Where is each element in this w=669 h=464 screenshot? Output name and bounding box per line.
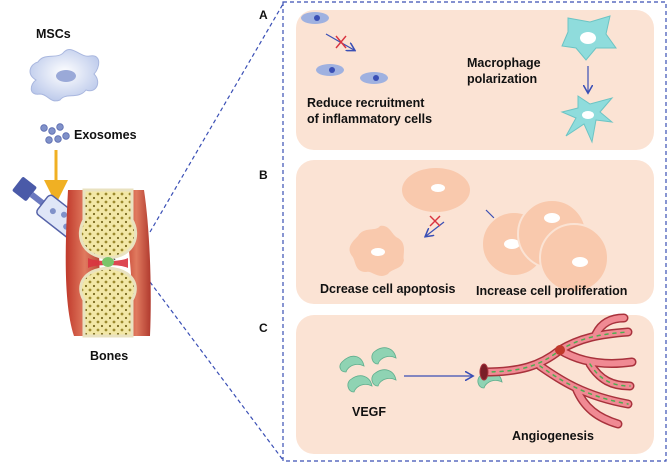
inflammatory-cells-icon <box>301 12 388 84</box>
exosome-dots-icon <box>40 123 70 144</box>
recruitment-label-line2: of inflammatory cells <box>307 112 433 126</box>
msc-nucleus-icon <box>56 70 76 82</box>
recruitment-label-line1: Reduce recruitment <box>307 96 425 110</box>
bones-label: Bones <box>90 349 129 363</box>
angiogenesis-label: Angiogenesis <box>512 429 594 443</box>
connector-line-top <box>149 3 284 233</box>
proliferation-label: Increase cell proliferation <box>476 284 628 298</box>
connector-line-bottom <box>149 281 284 461</box>
exosomes-label: Exosomes <box>74 128 137 142</box>
blood-vessel-network-icon <box>479 313 637 429</box>
daughter-cell-icon <box>539 223 609 293</box>
apoptosis-arrow <box>426 221 445 236</box>
panel-b-letter: B <box>259 168 268 182</box>
apoptosis-label: Dcrease cell apoptosis <box>320 282 456 296</box>
block-cross-icon <box>335 35 347 49</box>
recruitment-arrow <box>325 33 354 50</box>
panel-c-letter: C <box>259 321 268 335</box>
vegf-label: VEGF <box>352 405 387 419</box>
macrophage-label-line1: Macrophage <box>467 56 541 70</box>
panel-a-letter: A <box>259 8 268 22</box>
block-cross-icon-b <box>429 215 441 227</box>
dashed-frame <box>282 1 667 462</box>
macrophage-label-line2: polarization <box>467 72 538 86</box>
mscs-label: MSCs <box>36 27 71 41</box>
macrophage-m2-icon <box>560 95 614 144</box>
knee-joint-icon <box>65 188 151 338</box>
